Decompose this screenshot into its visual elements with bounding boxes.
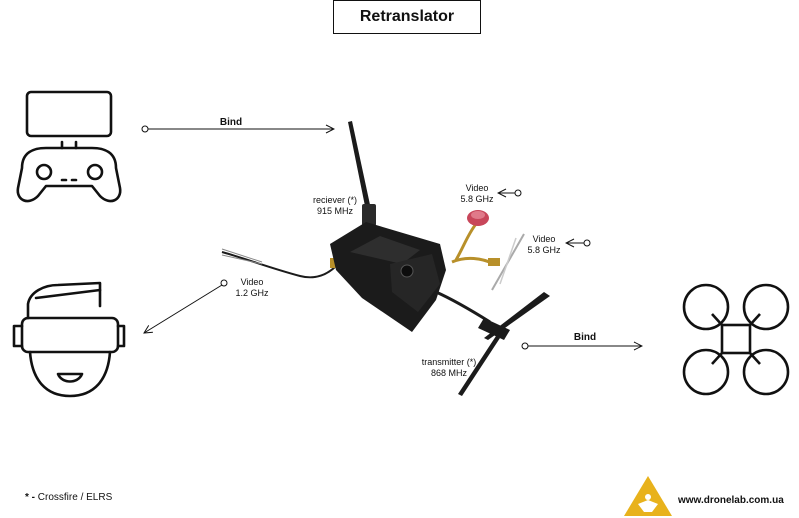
- footnote-text: Crossfire / ELRS: [38, 492, 112, 503]
- footnote-marker: * -: [25, 492, 35, 503]
- transmitter-label-freq: 868 MHz: [412, 368, 486, 379]
- receiver-label-name: reciever (*): [300, 195, 370, 206]
- video-red-label-name: Video: [457, 183, 497, 194]
- video-left-label: Video 1.2 GHz: [230, 277, 274, 299]
- transmitter-label: transmitter (*) 868 MHz: [412, 357, 486, 379]
- dronelab-logo-icon: [624, 476, 672, 516]
- receiver-label: reciever (*) 915 MHz: [300, 195, 370, 217]
- website-link[interactable]: www.dronelab.com.ua: [678, 495, 784, 506]
- retranslator-device-icon: [222, 121, 550, 396]
- video-red-label: Video 5.8 GHz: [457, 183, 497, 205]
- bind-arrow-right: [522, 343, 642, 349]
- video-arrow-red: [498, 190, 521, 196]
- video-right-label-name: Video: [524, 234, 564, 245]
- video-arrow-right: [566, 240, 590, 246]
- video-red-label-freq: 5.8 GHz: [457, 194, 497, 205]
- controller-icon: [18, 92, 120, 201]
- receiver-label-freq: 915 MHz: [300, 206, 370, 217]
- drone-icon: [684, 285, 788, 394]
- video-left-label-name: Video: [230, 277, 274, 288]
- video-arrow-left: [144, 280, 227, 333]
- video-left-label-freq: 1.2 GHz: [230, 288, 274, 299]
- fpv-goggles-icon: [14, 283, 124, 396]
- bind-label-right: Bind: [565, 332, 605, 343]
- video-right-label: Video 5.8 GHz: [524, 234, 564, 256]
- footnote: * - Crossfire / ELRS: [25, 492, 112, 503]
- bind-label-top: Bind: [211, 117, 251, 128]
- video-right-label-freq: 5.8 GHz: [524, 245, 564, 256]
- transmitter-label-name: transmitter (*): [412, 357, 486, 368]
